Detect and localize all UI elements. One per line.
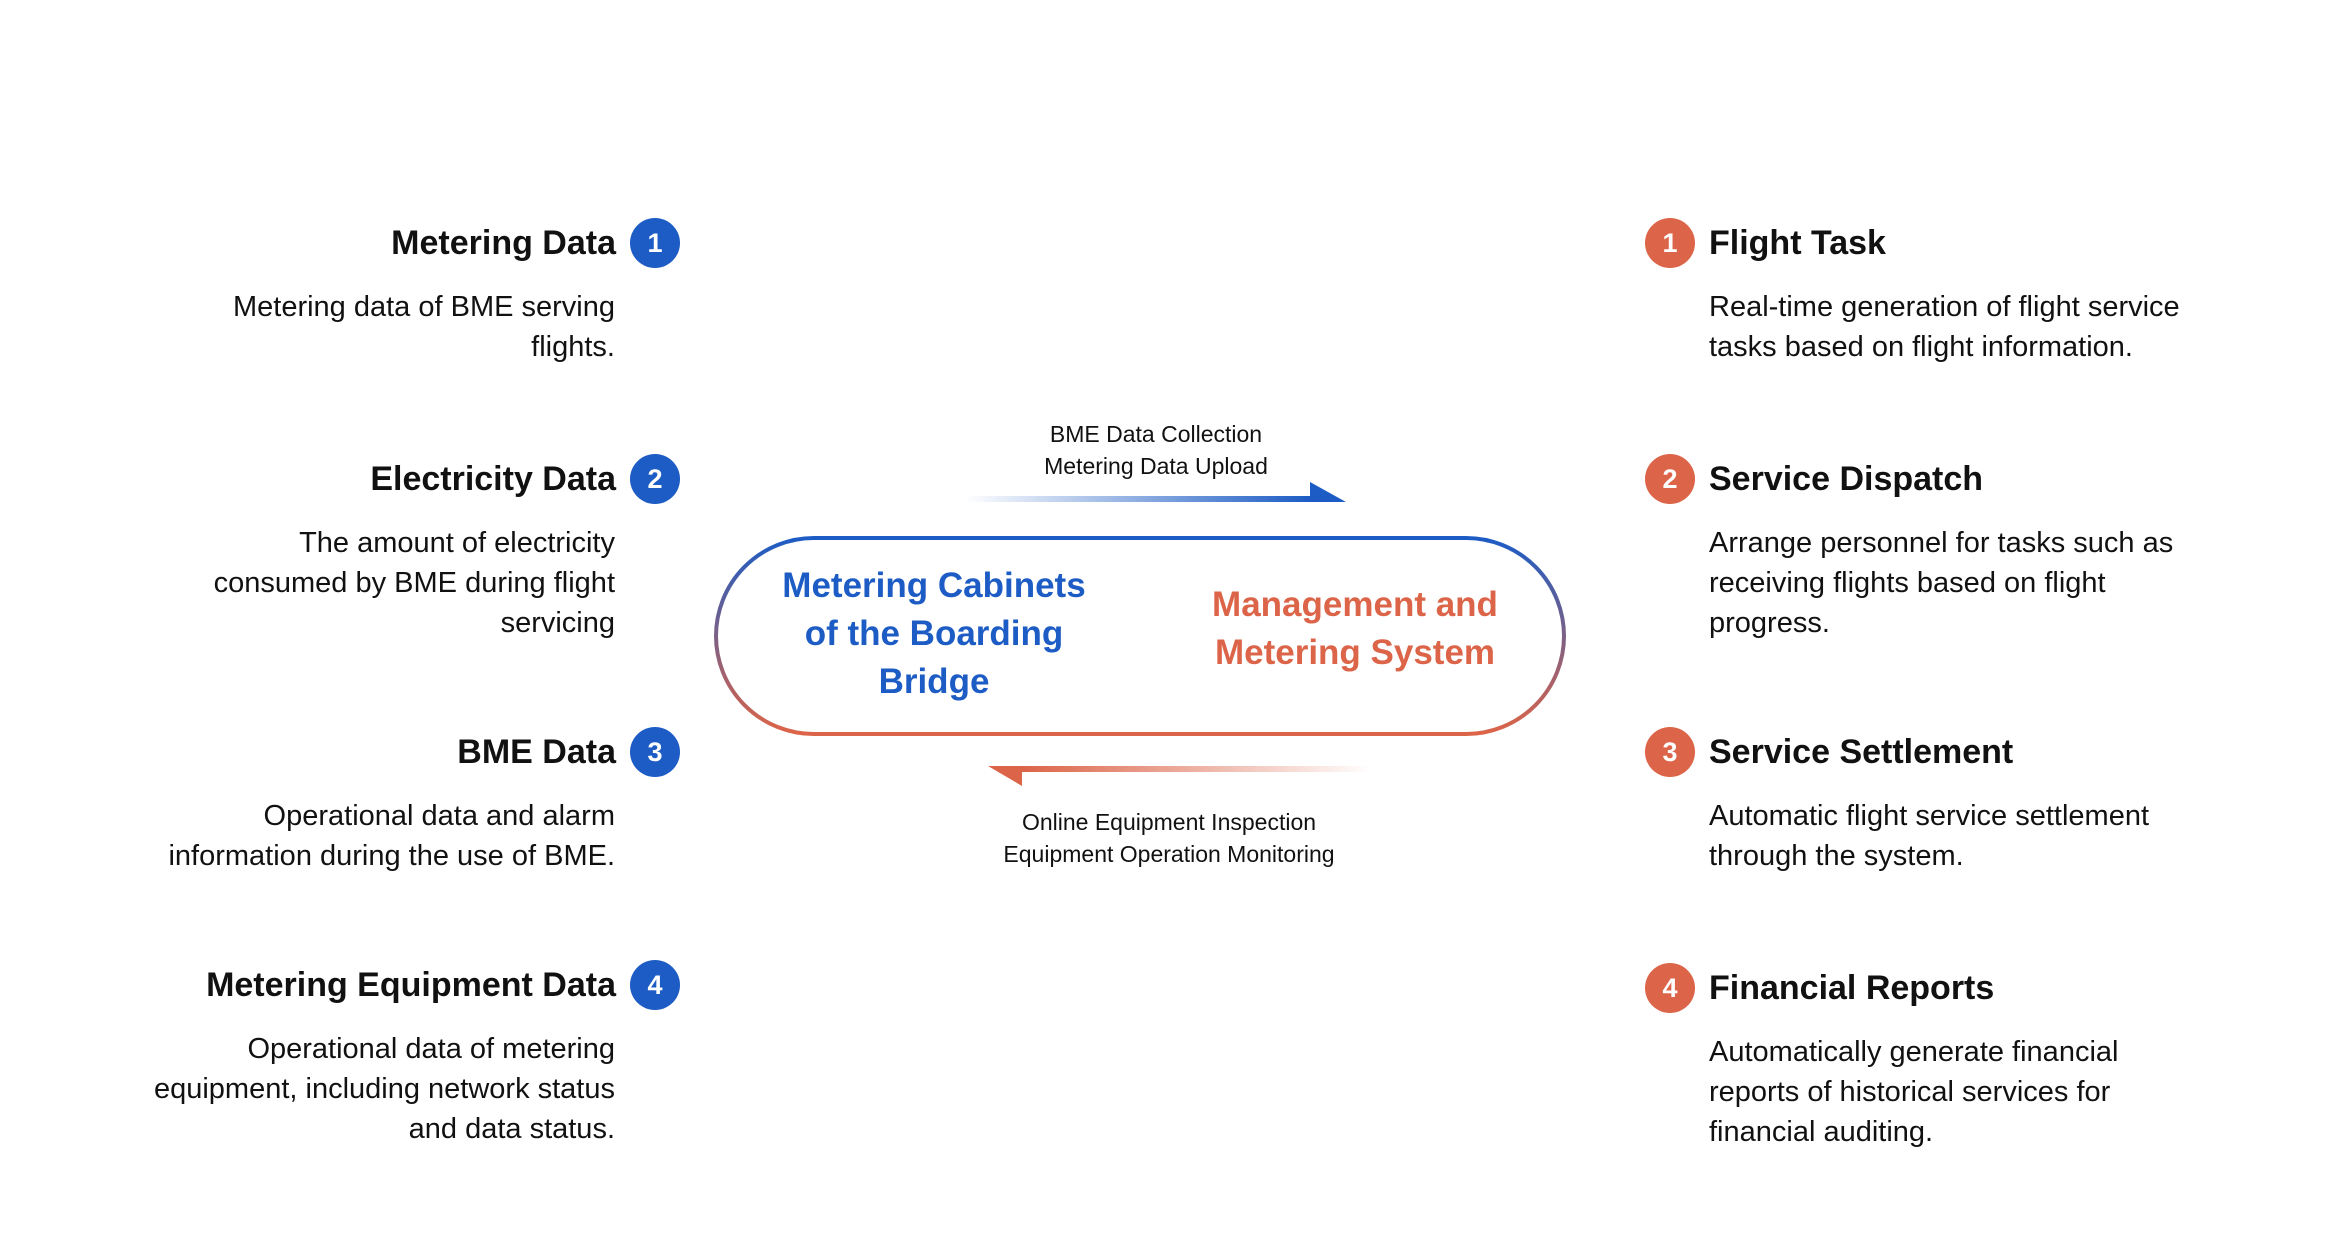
- monitoring-arrow: [988, 766, 1372, 786]
- right-item-service-dispatch: 2 Service Dispatch Arrange personnel for…: [1645, 451, 2265, 643]
- right-item-description: Automatic flight service settlement thro…: [1709, 796, 2229, 876]
- left-item-metering-equipment-data: Metering Equipment Data 4 Operational da…: [60, 957, 680, 1149]
- right-item-flight-task: 1 Flight Task Real-time generation of fl…: [1645, 215, 2265, 367]
- number-badge: 4: [630, 960, 680, 1010]
- left-item-bme-data: BME Data 3 Operational data and alarm in…: [60, 724, 680, 876]
- right-item-title: Flight Task: [1709, 223, 1886, 262]
- description-line: Automatic flight service settlement: [1709, 800, 2150, 832]
- right-item-financial-reports: 4 Financial Reports Automatically genera…: [1645, 960, 2265, 1152]
- left-item-electricity-data: Electricity Data 2 The amount of electri…: [60, 451, 680, 643]
- description-line: receiving flights based on flight: [1709, 567, 2106, 599]
- metering-cabinets-node: Metering Cabinets of the Boarding Bridge: [734, 562, 1134, 706]
- description-line: information during the use of BME.: [168, 840, 615, 872]
- description-line: progress.: [1709, 607, 1830, 639]
- description-line: servicing: [500, 607, 615, 639]
- upload-arrow: [965, 482, 1346, 502]
- description-line: The amount of electricity: [299, 527, 615, 559]
- left-item-description: The amount of electricity consumed by BM…: [75, 523, 615, 643]
- description-line: equipment, including network status: [153, 1073, 615, 1105]
- number-badge: 2: [630, 454, 680, 504]
- left-item-description: Operational data and alarm information d…: [75, 796, 615, 876]
- right-item-title: Service Settlement: [1709, 732, 2014, 771]
- left-item-title: Electricity Data: [370, 459, 616, 498]
- number-badge: 3: [630, 727, 680, 777]
- description-line: Automatically generate financial: [1709, 1036, 2119, 1068]
- description-line: financial auditing.: [1709, 1116, 1934, 1148]
- description-line: Metering data of BME serving: [232, 291, 615, 323]
- number-badge: 3: [1645, 727, 1695, 777]
- description-line: tasks based on flight information.: [1709, 331, 2133, 363]
- description-line: Operational data and alarm: [263, 800, 615, 832]
- system-pill: [714, 536, 1566, 736]
- number-badge: 2: [1645, 454, 1695, 504]
- left-item-description: Metering data of BME serving flights.: [75, 287, 615, 367]
- right-item-title: Financial Reports: [1709, 968, 1995, 1007]
- description-line: and data status.: [408, 1113, 615, 1145]
- description-line: reports of historical services for: [1709, 1076, 2111, 1108]
- description-line: consumed by BME during flight: [213, 567, 615, 599]
- left-item-title: BME Data: [457, 732, 616, 771]
- number-badge: 1: [630, 218, 680, 268]
- flow-label-line: Metering Data Upload: [1044, 453, 1268, 479]
- management-system-node: Management and Metering System: [1155, 581, 1555, 677]
- description-line: Operational data of metering: [247, 1033, 615, 1065]
- right-item-service-settlement: 3 Service Settlement Automatic flight se…: [1645, 724, 2265, 876]
- node-label-line: Metering System: [1214, 633, 1496, 672]
- node-label-line: Management and: [1212, 585, 1498, 624]
- flow-label-line: Equipment Operation Monitoring: [1003, 841, 1335, 867]
- left-item-metering-data: Metering Data 1 Metering data of BME ser…: [60, 215, 680, 367]
- right-item-title: Service Dispatch: [1709, 459, 1984, 498]
- right-item-description: Arrange personnel for tasks such as rece…: [1709, 523, 2229, 643]
- number-badge: 4: [1645, 963, 1695, 1013]
- right-item-description: Automatically generate financial reports…: [1709, 1032, 2229, 1152]
- right-item-description: Real-time generation of flight service t…: [1709, 287, 2229, 367]
- number-badge: 1: [1645, 218, 1695, 268]
- flow-label-line: BME Data Collection: [1049, 421, 1263, 447]
- bottom-flow-label: Online Equipment Inspection Equipment Op…: [909, 806, 1429, 870]
- left-item-description: Operational data of metering equipment, …: [75, 1029, 615, 1149]
- left-item-title: Metering Data: [391, 223, 616, 262]
- node-label-line: of the Boarding: [804, 614, 1064, 653]
- description-line: flights.: [531, 331, 615, 363]
- flow-label-line: Online Equipment Inspection: [1021, 809, 1317, 835]
- node-label-line: Bridge: [878, 662, 990, 701]
- left-item-title: Metering Equipment Data: [206, 965, 616, 1004]
- description-line: Real-time generation of flight service: [1709, 291, 2180, 323]
- description-line: through the system.: [1709, 840, 1964, 872]
- description-line: Arrange personnel for tasks such as: [1709, 527, 2174, 559]
- top-flow-label: BME Data Collection Metering Data Upload: [896, 418, 1416, 482]
- node-label-line: Metering Cabinets: [782, 566, 1086, 605]
